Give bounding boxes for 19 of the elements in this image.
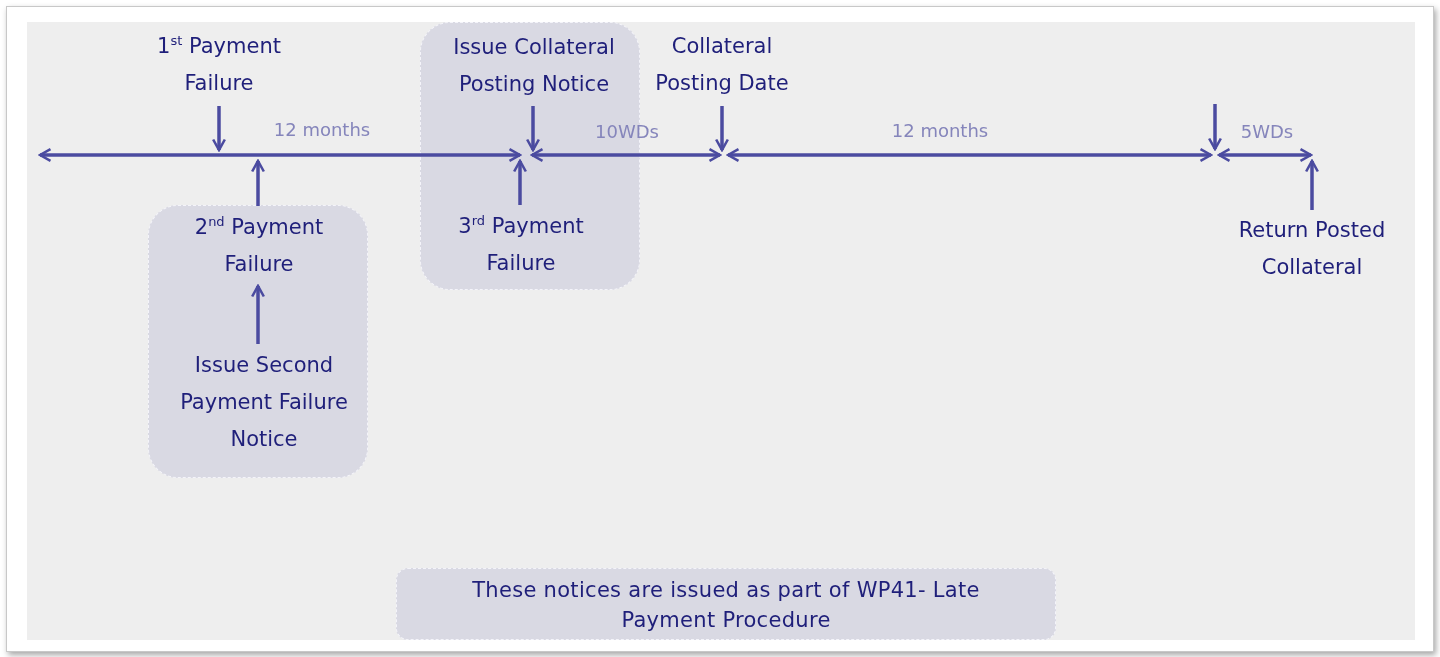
arrow (1304, 159, 1320, 210)
event-label: 1$^{st}$ Payment Failure (144, 28, 294, 102)
event-label: Return Posted Collateral (1217, 212, 1407, 286)
grouping-box (148, 205, 368, 478)
note-text: These notices are issued as part of WP41- Late Payment Procedure (471, 577, 981, 634)
event-label: Issue Second Payment Failure Notice (149, 347, 379, 458)
arrow (714, 106, 730, 152)
arrow (250, 284, 266, 344)
arrow (250, 159, 266, 206)
arrow (512, 159, 528, 205)
arrow (211, 106, 227, 152)
event-label: 3$^{rd}$ Payment Failure (426, 208, 616, 282)
duration-label: 12 months (891, 120, 989, 142)
duration-label: 5WDs (1240, 121, 1294, 143)
event-label: 2$^{nd}$ Payment Failure (159, 209, 359, 283)
duration-label: 12 months (273, 119, 371, 141)
note-box (396, 568, 1056, 640)
duration-label: 10WDs (595, 121, 659, 143)
arrow (525, 106, 541, 152)
